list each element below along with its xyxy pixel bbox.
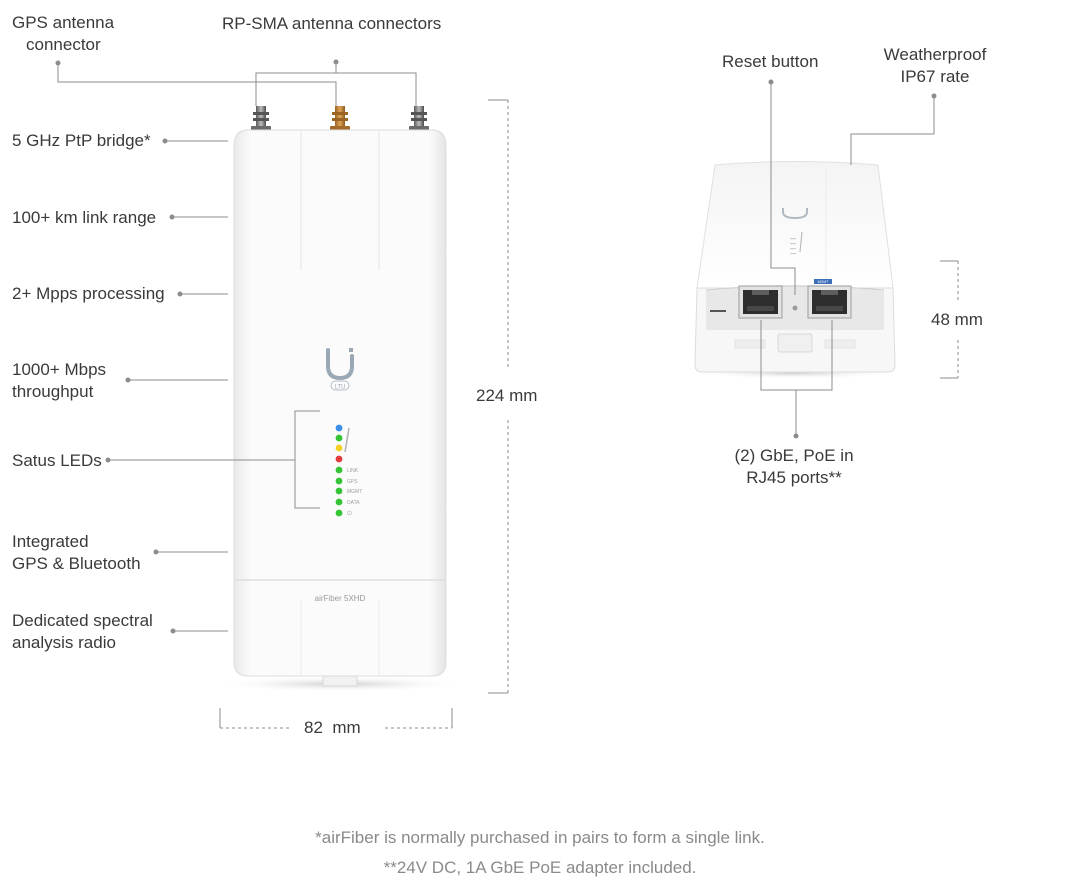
callout-gps-connector: GPS antenna connector (12, 12, 114, 56)
callout-line: Dedicated spectral (12, 611, 153, 630)
callout-rpsma-connectors: RP-SMA antenna connectors (222, 14, 442, 33)
callout-spectral-radio: Dedicated spectral analysis radio (12, 610, 153, 654)
callout-line: GPS & Bluetooth (12, 554, 141, 573)
ubiquiti-logo-icon: LTU (326, 348, 354, 391)
led-green-icon (335, 434, 343, 442)
width-dimension-line (219, 708, 453, 729)
height-dimension-line (488, 99, 509, 694)
depth-dimension-line (940, 260, 959, 379)
dimension-width: 82 mm (304, 718, 361, 737)
led-label: DATA (347, 500, 360, 506)
callout-line: RJ45 ports** (746, 468, 842, 487)
callout-line: GPS antenna (12, 13, 115, 32)
right-callout-lines (760, 79, 937, 439)
led-red-icon (335, 455, 343, 463)
led-mgmt-icon (335, 487, 343, 495)
callout-rj45-ports: (2) GbE, PoE in RJ45 ports** (724, 445, 864, 489)
status-leds: LINK GPS MGMT DATA ⏻ (335, 424, 362, 517)
callout-line: (2) GbE, PoE in (734, 446, 854, 465)
callout-processing: 2+ Mpps processing (12, 284, 165, 303)
led-blue-icon (335, 424, 343, 432)
device-front-view: LTU LINK GPS MGMT DATA ⏻ airFiber 5XHD (210, 106, 470, 692)
led-label: ⏻ (347, 510, 352, 517)
callout-line: Weatherproof (883, 45, 987, 64)
led-link-icon (335, 466, 343, 474)
callout-gps-bluetooth: Integrated GPS & Bluetooth (12, 531, 141, 575)
callout-line: throughput (12, 382, 94, 401)
reset-hole-icon (792, 305, 798, 311)
callout-throughput: 1000+ Mbps throughput (12, 359, 106, 403)
callout-link-range: 100+ km link range (12, 208, 157, 227)
device-bottom-view: MGMT (690, 161, 900, 379)
led-data-icon (335, 498, 343, 506)
rpsma-connector-steel-icon (409, 106, 429, 132)
logo-badge: LTU (335, 385, 346, 391)
rpsma-connector-copper-icon (330, 106, 350, 132)
dimension-depth: 48 mm (931, 310, 983, 329)
port-label: MGMT (818, 280, 830, 284)
gps-connector-icon (251, 106, 271, 132)
led-gps-icon (335, 477, 343, 485)
rj45-port-right-icon: MGMT (807, 279, 852, 319)
callout-ptp-bridge: 5 GHz PtP bridge* (12, 131, 151, 150)
callout-line: analysis radio (12, 633, 116, 652)
callout-weatherproof: Weatherproof IP67 rate (872, 44, 998, 88)
callout-reset-button: Reset button (722, 52, 819, 71)
rj45-port-left-icon (738, 285, 783, 319)
dimension-height: 224 mm (476, 386, 538, 405)
footnote-poe-adapter: **24V DC, 1A GbE PoE adapter included. (383, 858, 697, 877)
led-label: MGMT (347, 489, 362, 495)
led-label: GPS (347, 479, 358, 485)
callout-line: Integrated (12, 532, 89, 551)
footnote-pairs: *airFiber is normally purchased in pairs… (315, 828, 765, 847)
callout-line: 1000+ Mbps (12, 360, 107, 379)
signal-bar-icon (344, 427, 350, 453)
left-callout-lines (55, 59, 417, 634)
led-power-icon (335, 509, 343, 517)
model-label: airFiber 5XHD (315, 594, 366, 603)
callout-line: IP67 rate (900, 67, 970, 86)
callout-line: connector (26, 35, 101, 54)
callout-status-leds: Satus LEDs (12, 451, 102, 470)
led-label: LINK (347, 468, 359, 474)
led-yellow-icon (335, 444, 343, 452)
